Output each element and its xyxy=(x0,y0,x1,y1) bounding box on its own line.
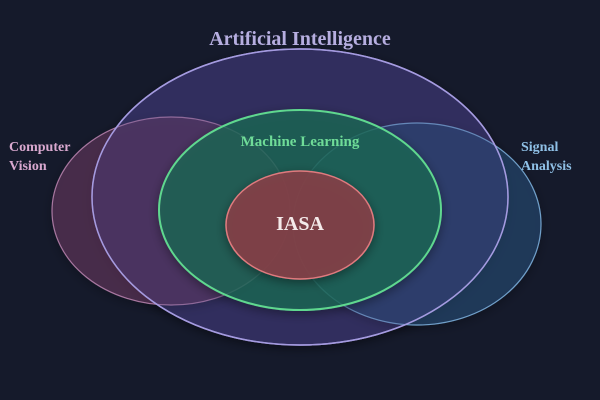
machine-learning-label: Machine Learning xyxy=(240,134,360,150)
computer-vision-label-line2: Vision xyxy=(9,159,47,174)
iasa-ellipse xyxy=(225,170,375,280)
artificial-intelligence-label: Artificial Intelligence xyxy=(209,28,391,50)
computer-vision-label: Computer Vision xyxy=(9,138,70,176)
iasa-label: IASA xyxy=(276,213,324,235)
signal-analysis-label-line2: Analysis xyxy=(521,159,572,174)
computer-vision-label-line1: Computer xyxy=(9,140,71,155)
signal-analysis-label-line1: Signal xyxy=(521,140,559,155)
signal-analysis-label: Signal Analysis xyxy=(521,138,572,176)
